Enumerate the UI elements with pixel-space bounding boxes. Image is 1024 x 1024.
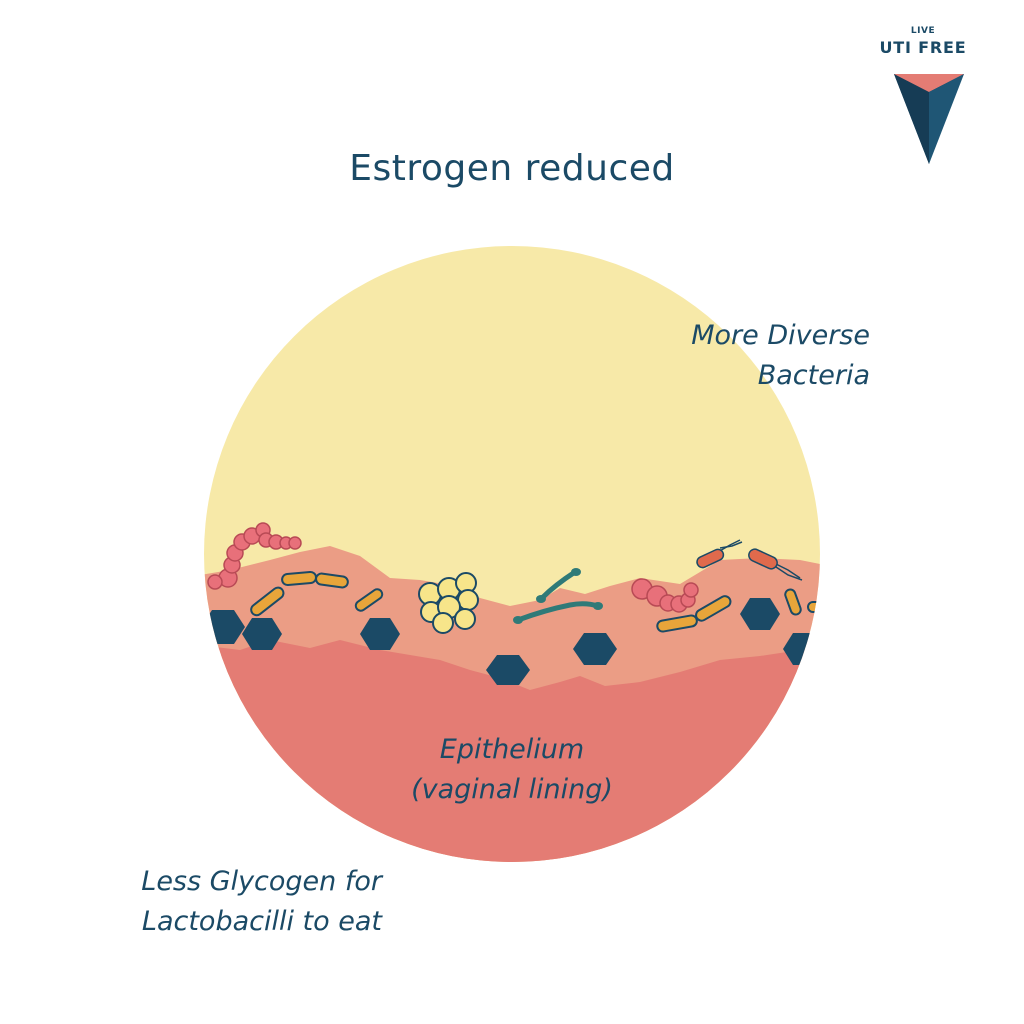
glycogen-label: Less Glycogen for Lactobacilli to eat: [80, 862, 382, 942]
lactobacillus-rod: [784, 588, 802, 616]
flagellated-bacteria: [696, 539, 803, 581]
lactobacillus-rod: [807, 601, 820, 613]
yellow-cocci-cluster: [418, 572, 479, 634]
glycogen-hexagon: [740, 598, 780, 630]
teal-rod-bacteria: [515, 569, 601, 623]
lactobacillus-rod: [695, 595, 732, 622]
glycogen-hexagon: [242, 618, 282, 650]
lactobacillus-rod: [250, 586, 285, 617]
lactobacillus-rod: [315, 572, 349, 589]
diverse-bacteria-label: More Diverse Bacteria: [640, 316, 870, 396]
logo-top-word: LIVE: [910, 26, 936, 36]
glycogen-hexagon: [486, 655, 530, 685]
epithelium-label: Epithelium (vaginal lining): [362, 730, 662, 810]
lactobacillus-rod: [281, 570, 317, 587]
diverse-bacteria-label-line2: Bacteria: [757, 360, 870, 391]
lactobacillus-rod: [354, 588, 384, 612]
streptococci-chain: [207, 522, 302, 590]
pink-cocci-cluster: [631, 578, 699, 613]
epithelium-label-line2: (vaginal lining): [411, 774, 613, 805]
logo-brand-text: UTI FREE: [879, 38, 967, 57]
glycogen-label-line2: Lactobacilli to eat: [141, 906, 382, 937]
triangle-logo-icon: [894, 74, 964, 164]
brand-logo: LIVE UTI FREE: [868, 26, 978, 164]
diverse-bacteria-label-line1: More Diverse: [691, 320, 870, 351]
glycogen-hexagons: [204, 598, 820, 685]
lactobacillus-rod: [656, 614, 698, 633]
glycogen-label-line1: Less Glycogen for: [141, 866, 382, 897]
page-title: Estrogen reduced: [349, 148, 675, 189]
glycogen-hexagon: [573, 633, 617, 665]
teal-bacteria-tips: [513, 568, 603, 624]
glycogen-hexagon: [360, 618, 400, 650]
epithelium-label-line1: Epithelium: [439, 734, 585, 765]
